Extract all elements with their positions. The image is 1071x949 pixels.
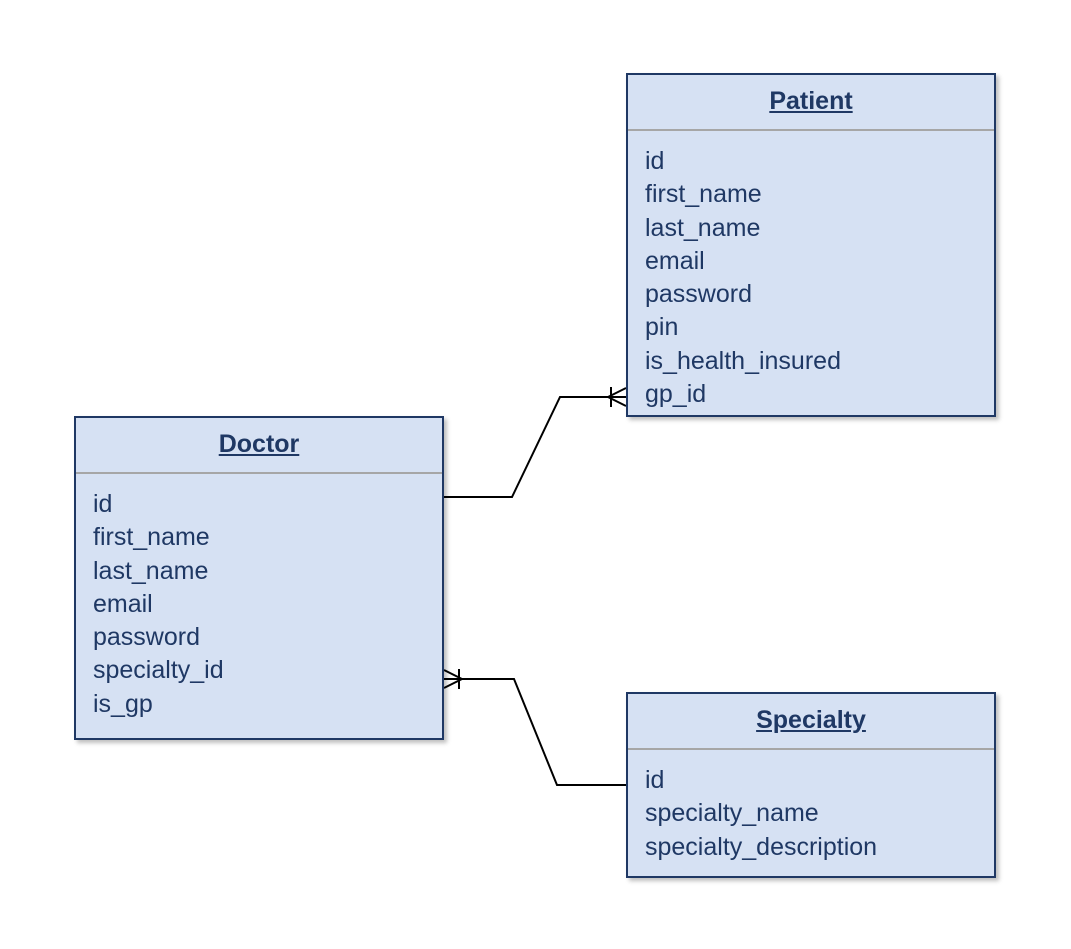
specialty-doctor-relationship[interactable] [443,669,626,786]
doctor-field: id [93,490,113,518]
specialty-title-separator [628,748,994,750]
doctor-field: first_name [93,523,210,552]
patient-field: password [645,280,752,309]
doctor-field: is_gp [93,689,153,718]
doctor-patient-line [444,396,626,498]
specialty-field: id [645,766,665,794]
doctor-field: last_name [93,556,209,585]
patient-title-separator [628,129,994,131]
specialty-field-list: id specialty_name specialty_description [628,750,994,864]
patient-field: gp_id [645,380,707,409]
doctor-entity[interactable]: Doctor id first_name last_name email pas… [74,416,444,740]
specialty-entity[interactable]: Specialty id specialty_name specialty_de… [626,692,996,878]
doctor-field: specialty_id [93,656,224,685]
specialty-entity-title: Specialty [756,706,866,734]
doctor-entity-title: Doctor [218,430,300,458]
specialty-doctor-line [444,678,626,786]
doctor-patient-relationship[interactable] [444,387,627,498]
doctor-field-list: id first_name last_name email password s… [76,474,442,721]
doctor-field: email [93,589,153,618]
patient-field: email [645,246,705,275]
patient-field: first_name [645,180,762,209]
specialty-field: specialty_name [645,799,819,828]
patient-field: pin [645,313,679,342]
patient-field: id [645,147,665,175]
patient-entity-title: Patient [769,87,853,115]
doctor-field: password [93,623,200,652]
patient-field: last_name [645,213,761,242]
specialty-field: specialty_description [645,832,878,861]
patient-entity[interactable]: Patient id first_name last_name email pa… [626,73,996,417]
patient-field-list: id first_name last_name email password p… [628,131,994,411]
doctor-title-separator [76,472,442,474]
patient-field: is_health_insured [645,346,841,375]
